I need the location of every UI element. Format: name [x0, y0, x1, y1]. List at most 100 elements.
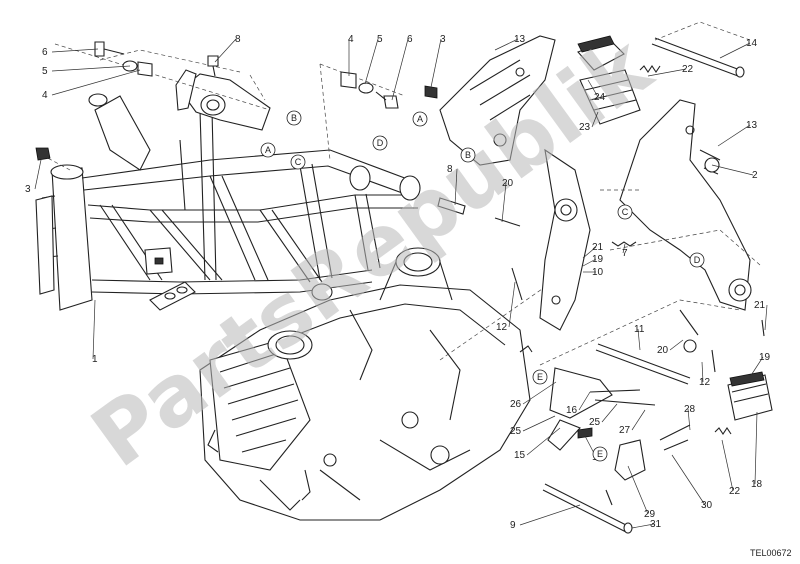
engine-drawing: [199, 247, 556, 521]
leader-line: [51, 69, 141, 96]
circled-ref-letter: E: [537, 372, 543, 382]
callout-number: 11: [634, 324, 645, 335]
leader-line: [717, 124, 751, 147]
leader-line: [754, 411, 758, 485]
callout-number: 3: [440, 34, 446, 45]
leader-line: [622, 243, 626, 254]
leader-line: [591, 111, 599, 128]
circled-ref-ring: [532, 369, 548, 385]
circled-ref-letter: D: [377, 138, 384, 148]
callout-number: 22: [682, 64, 694, 75]
leader-line: [747, 356, 764, 381]
leader-line: [214, 38, 237, 63]
leader-line: [631, 523, 655, 529]
callout-number: 31: [650, 519, 662, 530]
reference-code: TEL00672: [750, 548, 792, 558]
leader-line: [391, 38, 409, 101]
circled-ref-ring: [617, 204, 633, 220]
circled-ref-ring: [260, 142, 276, 158]
circled-ref-letter: B: [465, 150, 471, 160]
leader-line: [508, 281, 516, 328]
callout-number: 8: [235, 34, 241, 45]
leader-line: [522, 381, 557, 405]
callout-number: 25: [589, 417, 601, 428]
circled-ref-letter: A: [417, 114, 423, 124]
leader-line: [701, 361, 704, 383]
circled-ref-letter: D: [694, 255, 701, 265]
callout-number: 21: [754, 300, 766, 311]
callout-number: 26: [510, 399, 522, 410]
circled-reference-markers: B A C D A B C D E E: [260, 110, 705, 462]
leader-line: [637, 328, 641, 351]
leader-line: [501, 182, 507, 223]
leader-line: [429, 38, 442, 93]
leader-line: [627, 465, 649, 515]
callout-number: 4: [348, 34, 354, 45]
leader-line: [519, 504, 581, 526]
callout-number: 27: [619, 425, 631, 436]
leader-line: [92, 299, 96, 360]
callout-number: 24: [594, 92, 606, 103]
leader-line: [601, 403, 618, 423]
callout-number: 21: [592, 242, 604, 253]
circled-ref-letter: C: [622, 207, 629, 217]
callout-number: 13: [514, 34, 526, 45]
leader-line: [578, 391, 591, 411]
circled-ref-letter: A: [265, 145, 271, 155]
circled-ref-ring: [372, 135, 388, 151]
footrest-brackets-drawing: [437, 21, 773, 534]
callout-number: 28: [684, 404, 696, 415]
leader-line: [669, 339, 684, 351]
circled-ref-ring: [290, 154, 306, 170]
callout-number: 12: [699, 377, 711, 388]
callout-number: 7: [622, 248, 628, 259]
circled-ref-ring: [460, 147, 476, 163]
leader-line: [671, 454, 706, 506]
leader-line: [494, 38, 519, 51]
callout-number: 19: [592, 254, 604, 265]
callout-number: 6: [407, 34, 413, 45]
frame-hardware: [35, 41, 438, 161]
leader-line: [582, 258, 597, 267]
callout-number: 13: [746, 120, 758, 131]
callout-number: 14: [746, 38, 758, 49]
callout-number: 3: [25, 184, 31, 195]
callout-number: 29: [644, 509, 656, 520]
leader-line: [647, 68, 687, 77]
circled-ref-ring: [412, 111, 428, 127]
callout-number: 5: [377, 34, 383, 45]
callout-number: 18: [751, 479, 763, 490]
callout-number: 20: [502, 178, 514, 189]
leader-line: [526, 427, 561, 456]
callout-number: 4: [42, 90, 48, 101]
callout-number: 22: [729, 486, 741, 497]
callout-number: 10: [592, 267, 604, 278]
circled-ref-letter: C: [295, 157, 302, 167]
callout-number: 15: [514, 450, 526, 461]
circled-ref-ring: [689, 252, 705, 268]
circled-ref-ring: [592, 446, 608, 462]
leader-line: [711, 164, 754, 176]
callout-number: 8: [447, 164, 453, 175]
leader-line: [522, 415, 556, 432]
callout-number: 25: [510, 426, 522, 437]
callout-number: 19: [759, 352, 771, 363]
callout-number: 16: [566, 405, 578, 416]
callout-number: 6: [42, 47, 48, 58]
leader-line: [454, 168, 458, 206]
leader-line: [587, 79, 599, 98]
circled-ref-letter: B: [291, 113, 297, 123]
callout-number: 20: [657, 345, 669, 356]
circled-ref-letter: E: [597, 449, 603, 459]
callout-number: 9: [510, 520, 516, 531]
leader-line: [687, 408, 691, 431]
leader-line: [51, 48, 99, 53]
callout-number: 1: [92, 354, 98, 365]
leader-line: [582, 246, 597, 259]
callout-number: 30: [701, 500, 713, 511]
leader-line: [364, 38, 379, 85]
leader-line: [51, 65, 131, 72]
callout-number: 12: [496, 322, 508, 333]
callout-number: 5: [42, 66, 48, 77]
